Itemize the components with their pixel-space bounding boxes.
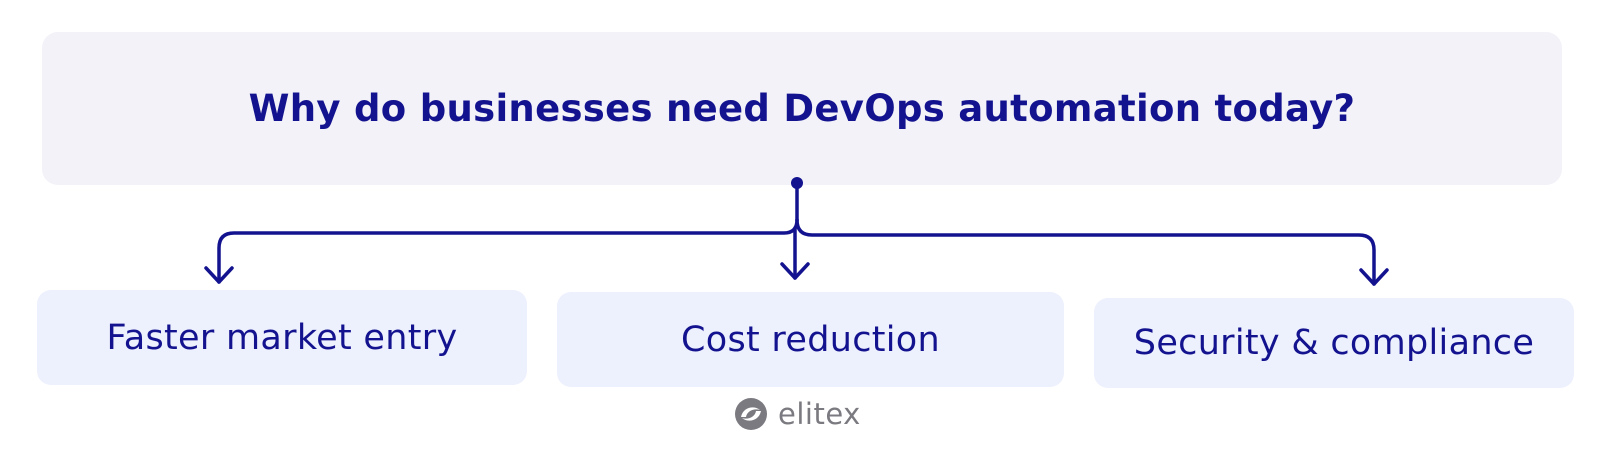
elitex-swirl-logo-icon xyxy=(735,398,767,430)
arrowhead-left-icon xyxy=(204,266,234,284)
connector-left-branch xyxy=(217,218,799,284)
branch-box-cost-reduction: Cost reduction xyxy=(557,292,1064,387)
brand-logo: elitex xyxy=(734,397,861,431)
branch-box-security-compliance: Security & compliance xyxy=(1094,298,1574,388)
brand-name: elitex xyxy=(778,397,861,431)
branch-box-faster-market-entry: Faster market entry xyxy=(37,290,527,385)
branch-label: Security & compliance xyxy=(1133,323,1535,363)
branch-label: Faster market entry xyxy=(106,317,458,358)
branch-label: Cost reduction xyxy=(681,319,940,360)
arrowhead-right-icon xyxy=(1359,268,1389,286)
connector-right-branch xyxy=(795,218,1376,286)
question-title: Why do businesses need DevOps automation… xyxy=(248,87,1356,130)
arrowhead-center-icon xyxy=(780,262,810,280)
question-box: Why do businesses need DevOps automation… xyxy=(42,32,1562,185)
